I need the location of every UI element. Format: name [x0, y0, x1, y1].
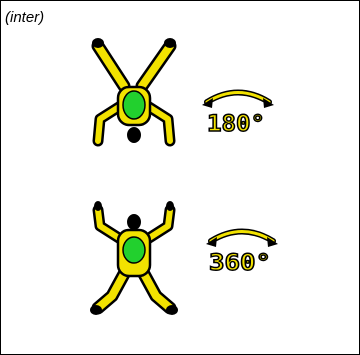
rotation-arrow-icon: 360°: [204, 224, 284, 276]
figure-label: (inter): [5, 9, 44, 26]
skydiver-head-down-figure: [84, 33, 184, 153]
rotation-degree-text: 180°: [207, 112, 265, 137]
skydiver-head-up-figure: [84, 200, 184, 318]
rotation-arrow-icon: 180°: [200, 85, 280, 137]
rotation-degree-text: 360°: [209, 251, 271, 276]
